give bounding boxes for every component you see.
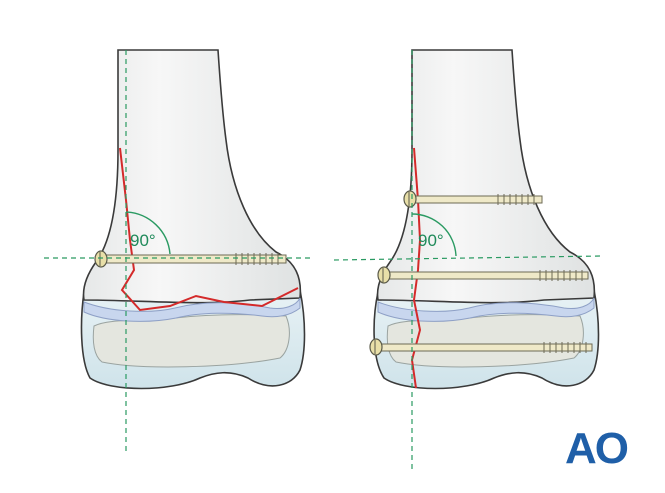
right-screw-lower bbox=[369, 338, 593, 356]
right-angle-arc bbox=[411, 213, 457, 257]
left-screw-thread bbox=[235, 253, 279, 265]
left-fracture-line bbox=[119, 147, 299, 312]
right-bone: 90° bbox=[333, 49, 603, 470]
left-bone: 90° bbox=[44, 49, 314, 455]
left-angle-label: 90° bbox=[130, 231, 156, 250]
right-screw-middle bbox=[377, 266, 589, 284]
left-metaphysis-shaft bbox=[82, 49, 302, 304]
left-screw-head-icon bbox=[94, 250, 108, 268]
left-cartilage-band bbox=[83, 297, 301, 322]
right-fracture-line bbox=[410, 147, 422, 389]
left-screw bbox=[94, 250, 287, 268]
ao-logo: AO bbox=[565, 424, 628, 473]
right-angle-label: 90° bbox=[418, 231, 444, 250]
left-angle-arc bbox=[125, 211, 171, 255]
right-metaphysis-shaft bbox=[376, 49, 596, 304]
left-ossification-center bbox=[92, 314, 290, 368]
right-cartilage-band bbox=[377, 297, 595, 322]
right-screw-upper bbox=[403, 190, 543, 208]
right-screw-upper-head-icon bbox=[403, 190, 417, 208]
right-screw-lower-head-icon bbox=[369, 338, 383, 356]
right-screw-middle-head-icon bbox=[377, 266, 391, 284]
